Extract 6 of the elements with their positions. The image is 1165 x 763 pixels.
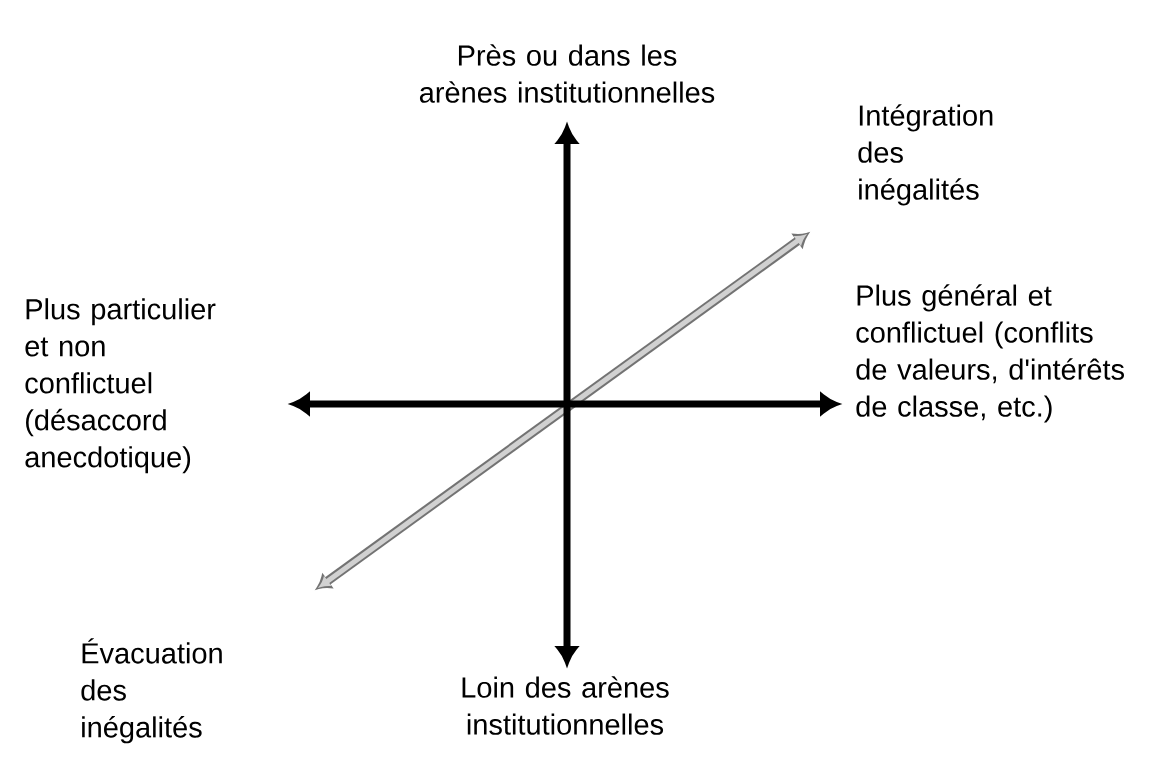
- axis-label: Plus particulier et non conflictuel (désaccord anecdotique): [25, 298, 216, 474]
- axis-label: Évacuation des inégalités: [81, 638, 222, 744]
- axis-label: Intégration des inégalités: [858, 104, 993, 206]
- axis-label: Plus général et conflictuel (conflits de valeurs, d'intérêts de classe, etc.): [856, 284, 1124, 423]
- axis-label: Près ou dans les arènes institutionnelles: [419, 44, 715, 103]
- axis-label: Loin des arènes institutionnelles: [462, 676, 669, 735]
